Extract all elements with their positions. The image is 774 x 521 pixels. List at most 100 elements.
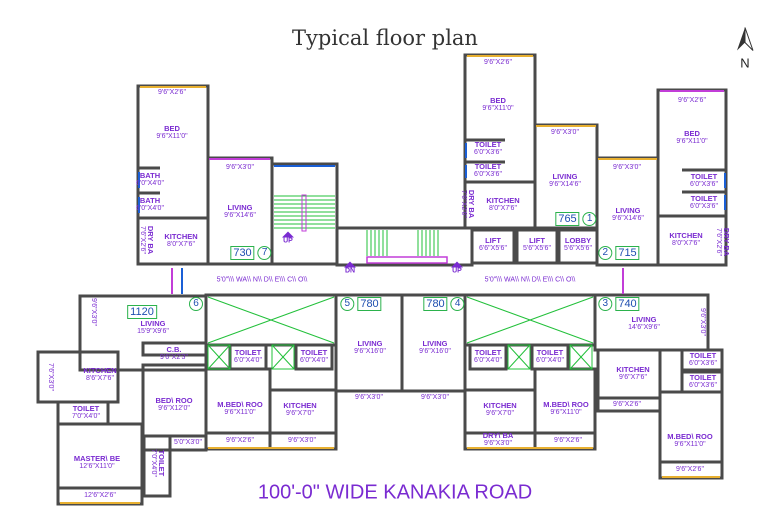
road-label: 100'-0" WIDE KANAKIA ROAD: [257, 481, 533, 504]
window-marks: [60, 55, 726, 504]
room-size: 7'6"X3'0": [47, 363, 54, 391]
room-name: BATH: [139, 171, 161, 180]
room-size: 7'6"X2'6": [460, 190, 467, 218]
room-name: KITCHEN: [669, 231, 703, 240]
room-name: DRY BA: [722, 227, 731, 257]
room-name: TOILET: [300, 348, 328, 357]
room-size: 8'6"X7'6": [86, 375, 114, 382]
room-size: 9'6"X3'0": [421, 394, 449, 401]
room-name: BED\ ROO: [155, 396, 193, 405]
room-name: DRY\ BA: [482, 431, 514, 440]
room-size: 9'6"X11'0": [674, 441, 706, 448]
room-name: KITCHEN: [283, 401, 317, 410]
up-arrow-icon: [344, 261, 356, 268]
room-size: 9'6"X2'3": [160, 354, 188, 361]
room-name: TOILET: [689, 351, 717, 360]
room-size: 5'6"X5'6": [523, 245, 551, 252]
room-size: 7'0"X4'0": [72, 413, 100, 420]
room-size: 9'6"X11'0": [224, 409, 256, 416]
room-name: LIVING: [357, 339, 383, 348]
room-size: 9'6"X16'0": [419, 348, 451, 355]
room-size: 9'6"X2'6": [158, 89, 186, 96]
room-cb: C.B.9'6"X2'3": [160, 346, 188, 362]
room-size: 9'6"X2'6": [613, 401, 641, 408]
room-size: 6'0"X3'6": [690, 181, 718, 188]
room-size: 9'6"X16'0": [354, 348, 386, 355]
room-size: 6'6"X5'6": [479, 245, 507, 252]
room-name: KITCHEN: [483, 401, 517, 410]
flat-area: 730: [230, 246, 255, 260]
room-size: 9'6"X3'0": [226, 164, 254, 171]
room-size: 6'0"X4'0": [536, 357, 564, 364]
room-name: BED: [684, 129, 700, 138]
room-name: TOILET: [234, 348, 262, 357]
room-size: 6'0"X4'0": [300, 357, 328, 364]
room-name: LIVING: [552, 172, 578, 181]
room-name: MASTER\ BE: [73, 454, 121, 463]
room-name: LOBBY: [564, 236, 592, 245]
room-size: 9'6"X14'6": [224, 212, 256, 219]
room-size: 15'9"X9'6": [137, 328, 169, 335]
room-size: 9'6"X11'0": [482, 105, 514, 112]
room-name: BED: [164, 124, 180, 133]
walls: [36, 53, 728, 506]
room-name: KITCHEN: [164, 232, 198, 241]
room-size: 9'6"X11'0": [156, 133, 188, 140]
room-size: 9'6"X3'0": [484, 440, 512, 447]
room-size: 7'6"X2'6": [715, 228, 722, 256]
room-size: 8'0"X7'6": [167, 241, 195, 248]
flat-area: 780: [357, 297, 382, 311]
room-name: TOILET: [474, 348, 502, 357]
room-name: TOILET: [474, 140, 502, 149]
north-label: N: [740, 55, 750, 71]
room-size: 7'0"X4'0": [150, 449, 157, 477]
flat-badge-6-area: 1120: [127, 305, 157, 319]
room-size: 9'6"X7'0": [486, 410, 514, 417]
room-size: 6'0"X4'0": [234, 357, 262, 364]
room-name: TOILET: [689, 373, 717, 382]
room-size: 6'0"X4'0": [136, 180, 164, 187]
room-size: 9'6"X3'0": [90, 298, 97, 326]
room-size: 9'6"X3'0": [355, 394, 383, 401]
corridor-label: 5'0"\\\ WA\\ N\\ D\\ E\\\ C\\ O\\: [216, 276, 308, 284]
room-size: 6'0"X3'6": [689, 382, 717, 389]
room-name: M.BED\ ROO: [217, 400, 263, 409]
up-arrow-icon: [451, 261, 463, 268]
page-title: Typical floor plan: [292, 26, 478, 50]
room-name: TOILET: [157, 449, 166, 477]
room-size: 6'0"X4'0": [474, 357, 502, 364]
flat-area: 1120: [127, 305, 157, 319]
flat-number: 5: [340, 297, 355, 311]
room-name: TOILET: [690, 172, 718, 181]
